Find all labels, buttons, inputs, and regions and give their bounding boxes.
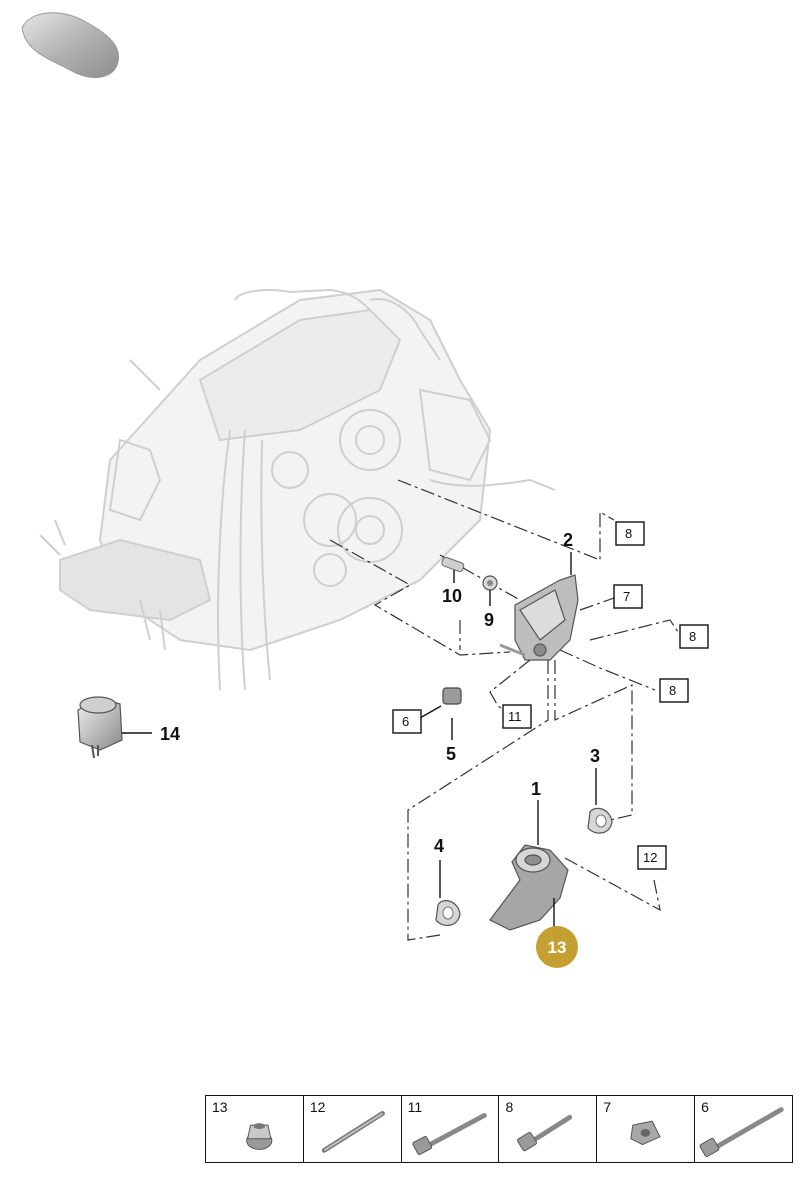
- long-hex-bolt-icon: [699, 1107, 784, 1157]
- legend-cell-11[interactable]: 11: [402, 1096, 500, 1162]
- part-9-bushing: [482, 575, 498, 591]
- svg-text:6: 6: [402, 714, 409, 729]
- box-callout-12: 12: [637, 845, 667, 870]
- callout-10: 10: [442, 586, 462, 606]
- hex-bolt-icon: [412, 1112, 487, 1155]
- part-2-bracket: [499, 574, 579, 661]
- legend-cell-8[interactable]: 8: [499, 1096, 598, 1162]
- square-nut-icon: [630, 1120, 661, 1146]
- callout-2: 2: [563, 530, 573, 550]
- legend-label: 7: [603, 1099, 612, 1115]
- flange-nut-icon: [246, 1123, 273, 1150]
- svg-text:8: 8: [625, 526, 632, 541]
- svg-text:8: 8: [689, 629, 696, 644]
- svg-text:11: 11: [508, 709, 522, 724]
- engine-assembly: [39, 288, 556, 691]
- legend-cell-13[interactable]: 13: [206, 1096, 304, 1162]
- legend-cell-7[interactable]: 7: [597, 1096, 696, 1162]
- callout-14: 14: [160, 724, 180, 744]
- callout-3: 3: [590, 746, 600, 766]
- highlight-badge-label: 13: [548, 938, 567, 957]
- highlight-badge-circle: [536, 926, 578, 968]
- part-14-engine-mount: [77, 696, 123, 759]
- long-bolt-icon: [321, 1111, 385, 1153]
- box-callout-8-top: 8: [615, 521, 645, 546]
- box-callout-11: 11: [502, 704, 532, 729]
- short-bolt-icon: [517, 1114, 573, 1152]
- legend-cell-6[interactable]: 6: [695, 1096, 792, 1162]
- part-3-washer: [587, 807, 613, 834]
- callout-9: 9: [484, 610, 494, 630]
- legend-label: 8: [505, 1099, 514, 1115]
- part-1-mount-bracket: [489, 844, 569, 931]
- box-callout-8-low: 8: [659, 678, 689, 703]
- callout-5: 5: [446, 744, 456, 764]
- part-5-nut: [442, 687, 462, 705]
- part-4-washer: [435, 900, 461, 926]
- highlight-badge-13[interactable]: 13: [536, 926, 578, 968]
- callout-1: 1: [531, 779, 541, 799]
- legend-label: 13: [212, 1099, 228, 1115]
- parts-legend: 13 12 11 8 7 6: [205, 1095, 793, 1163]
- callout-4: 4: [434, 836, 444, 856]
- leader-lines: [329, 479, 681, 941]
- box-callout-6: 6: [392, 709, 422, 734]
- svg-text:8: 8: [669, 683, 676, 698]
- legend-label: 6: [701, 1099, 709, 1115]
- svg-text:12: 12: [643, 850, 657, 865]
- svg-text:7: 7: [623, 589, 630, 604]
- car-silhouette-icon: [21, 12, 120, 79]
- legend-cell-12[interactable]: 12: [304, 1096, 402, 1162]
- callout-leaders: [122, 552, 597, 930]
- legend-label: 12: [309, 1099, 326, 1115]
- legend-label: 11: [407, 1099, 423, 1115]
- box-callout-8-mid: 8: [679, 624, 709, 649]
- box-callout-7: 7: [613, 584, 643, 609]
- part-10-pin: [441, 556, 465, 573]
